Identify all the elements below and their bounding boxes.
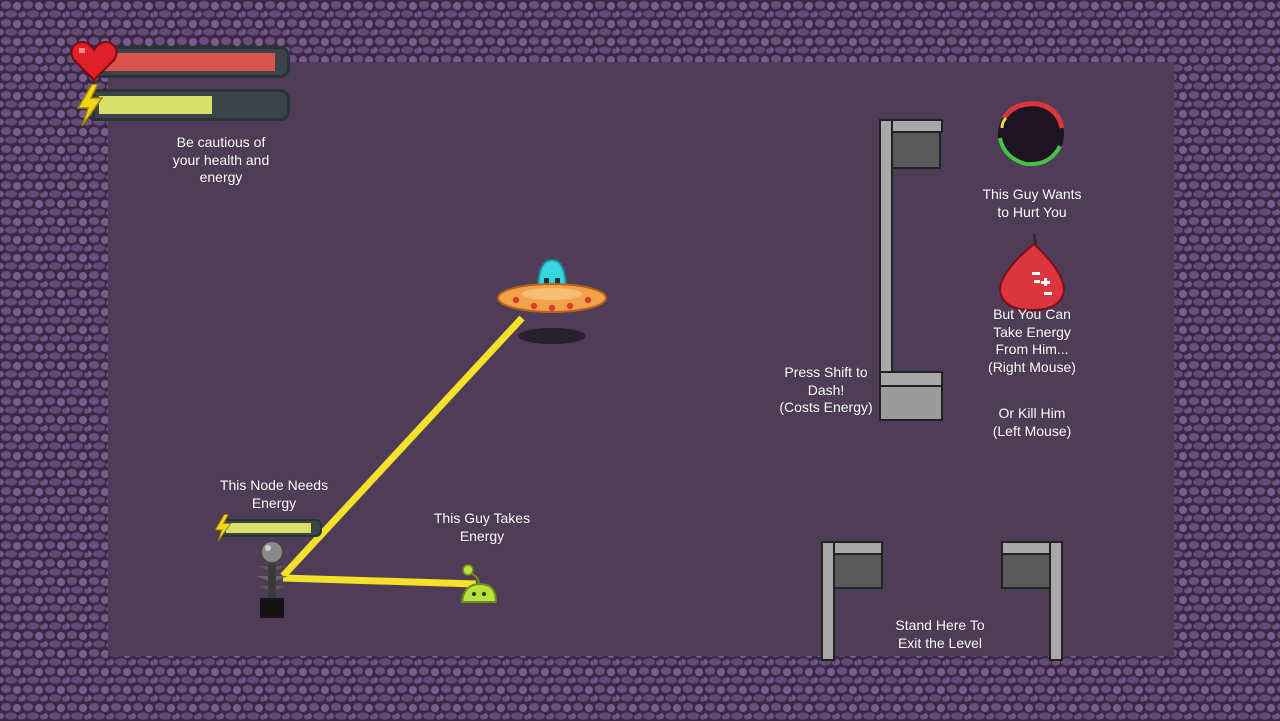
exit-gate-right [1001,541,1063,661]
tip-health-energy: Be cautious of your health and energy [172,134,270,185]
node-lightning-icon [214,514,232,542]
tip-exit: Stand Here To Exit the Level [895,617,985,651]
energy-bar [92,89,290,121]
tip-take-energy: But You Can Take Energy From Him... (Rig… [988,306,1076,375]
node-energy-bar-fill [226,523,311,533]
lightning-icon [76,84,104,126]
tip-guy-takes: This Guy Takes Energy [433,510,531,544]
tip-enemy-hurt: This Guy Wants to Hurt You [982,186,1082,220]
exit-gate-left [821,541,883,661]
health-bar-fill [103,53,275,71]
energy-bar-fill [99,96,213,114]
health-bar [96,46,290,78]
enemy-portal[interactable] [994,98,1068,170]
node-energy-bar [222,519,322,537]
tip-node-needs: This Node Needs Energy [219,477,329,511]
energy-node[interactable] [252,540,292,620]
red-blob-enemy[interactable] [994,232,1070,312]
dash-gate [879,119,943,421]
tip-dash: Press Shift to Dash! (Costs Energy) [779,364,873,415]
slime-creature[interactable] [458,562,500,606]
ufo-player[interactable] [494,256,610,346]
tip-kill-him: Or Kill Him (Left Mouse) [992,405,1072,439]
heart-icon [70,41,118,82]
